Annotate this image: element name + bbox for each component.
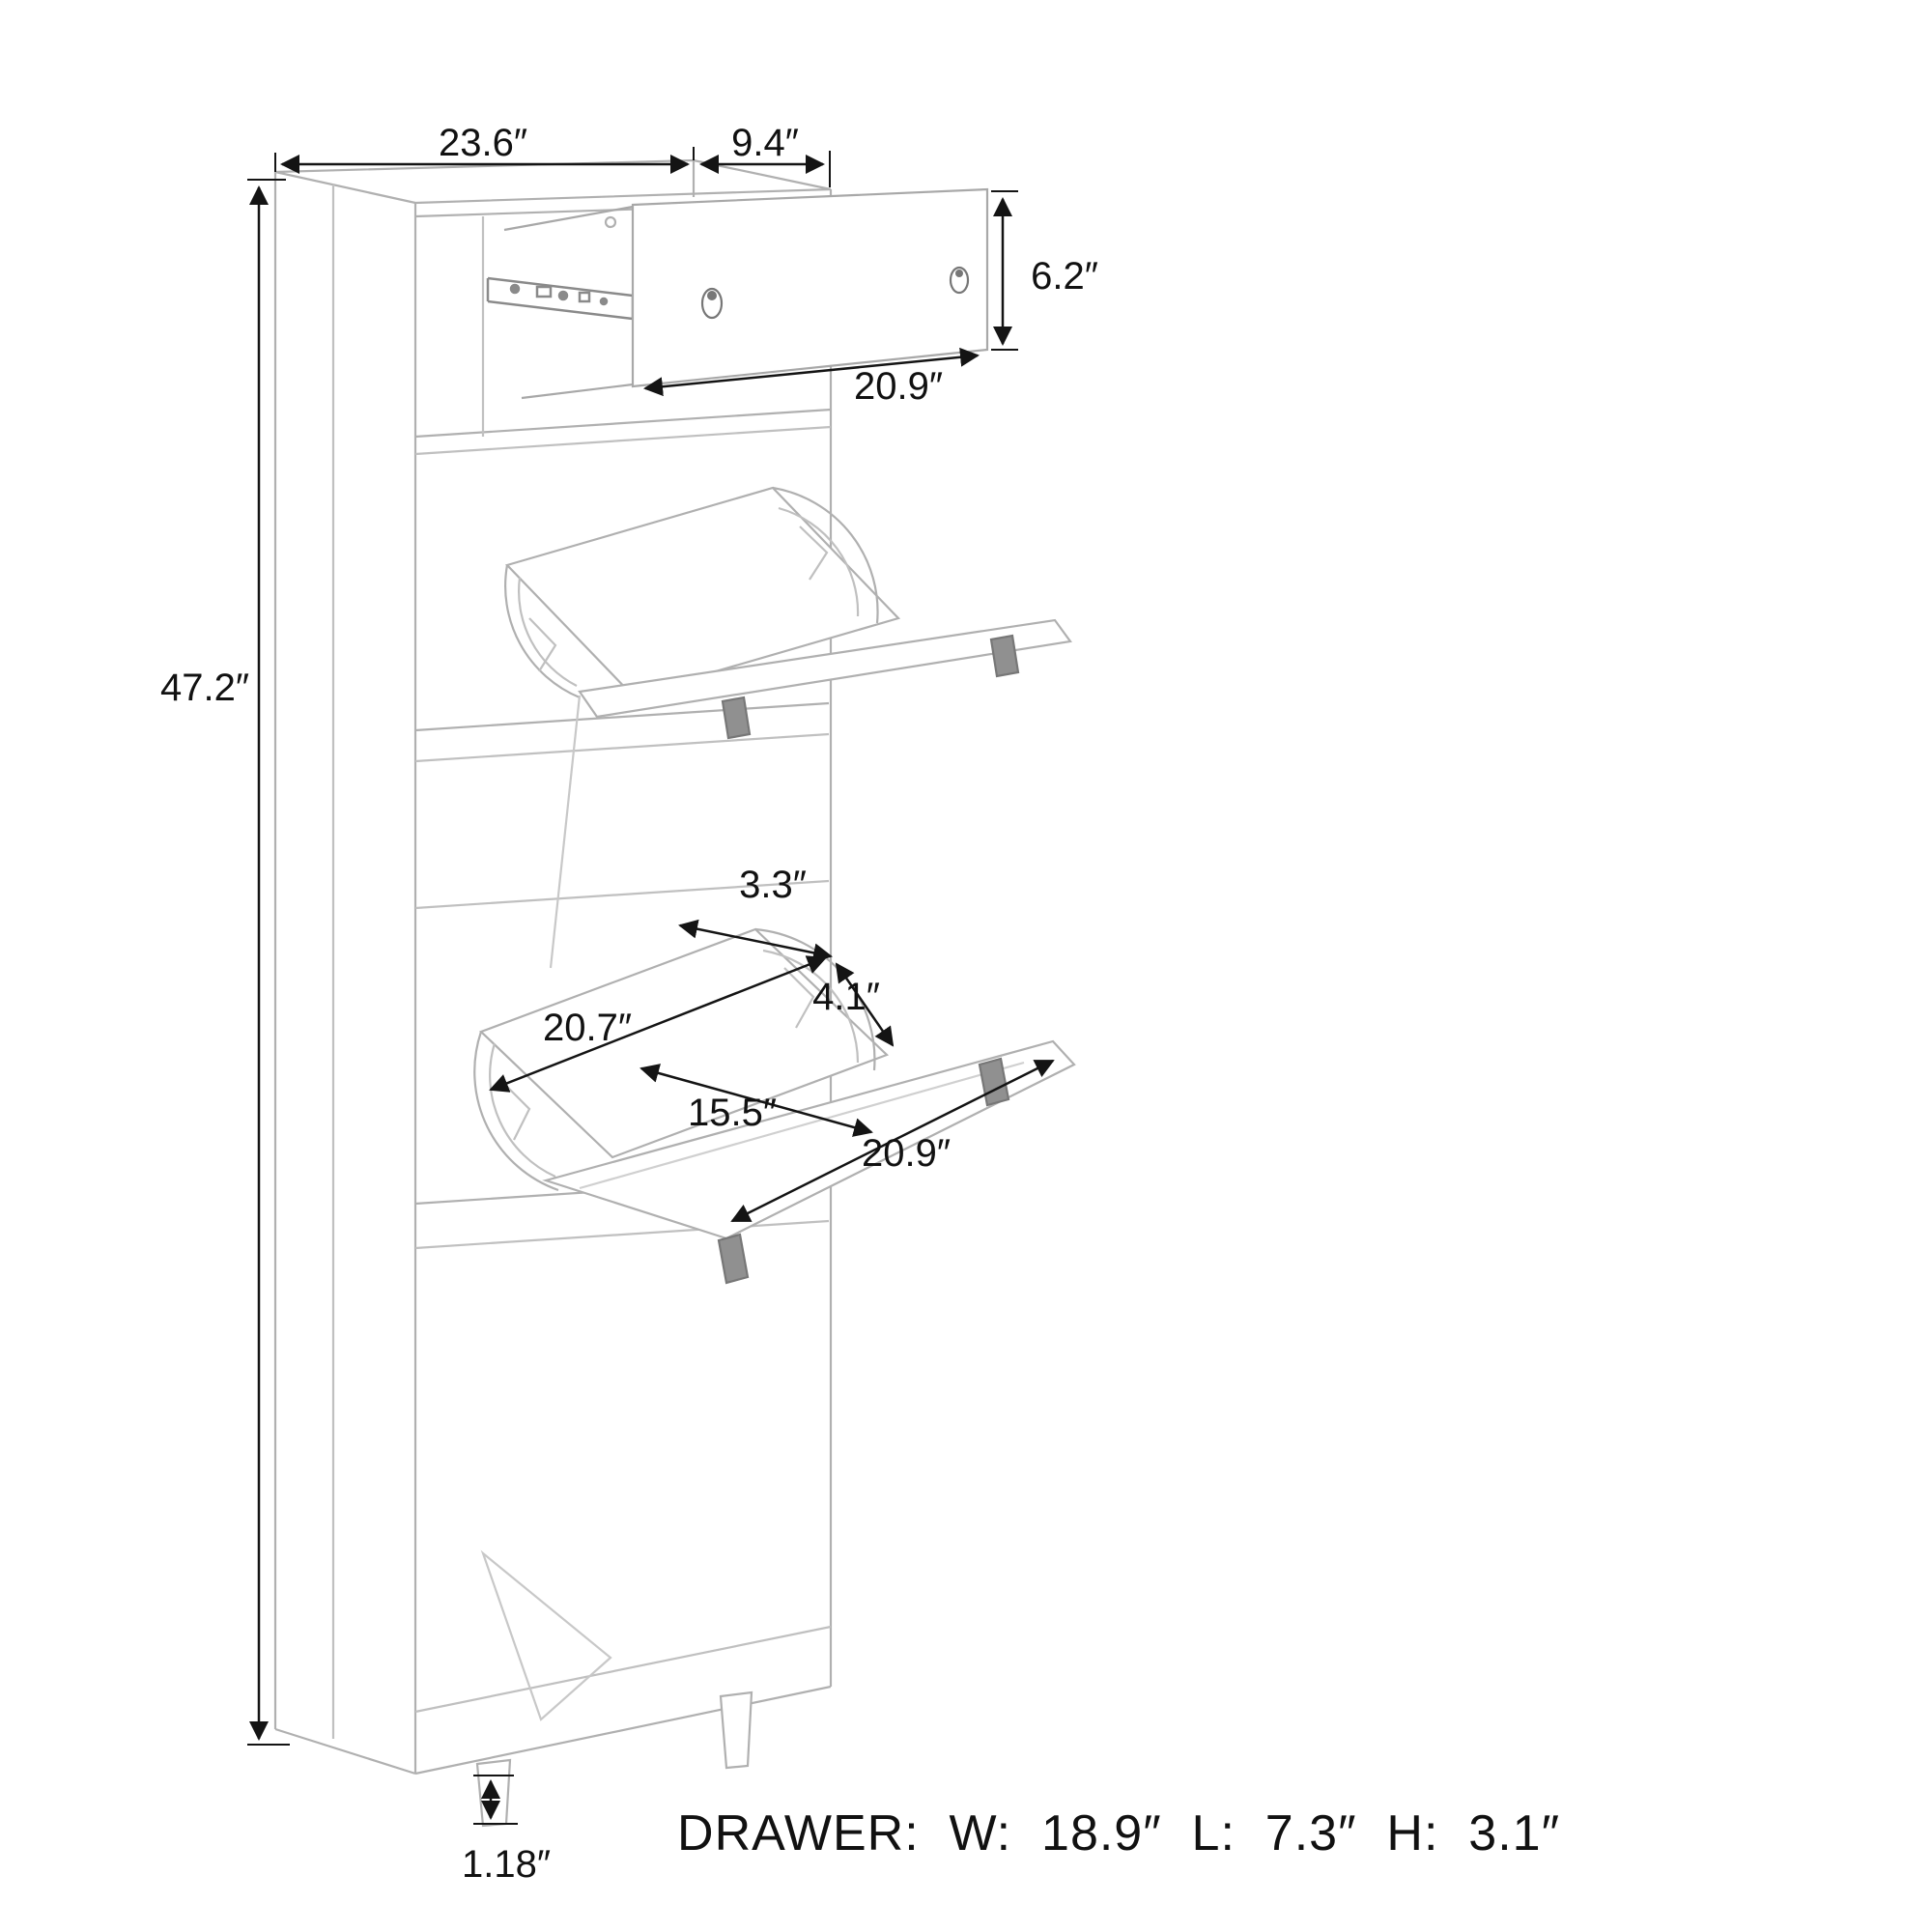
middle-flap-door xyxy=(504,486,901,697)
arrow-flap-arc-depth xyxy=(835,962,895,1047)
drawer-knob-icon xyxy=(949,266,970,295)
drawer-slide-rail xyxy=(486,276,635,321)
arrow-flap-front-length xyxy=(730,1059,1055,1223)
arrow-flap-opening-depth xyxy=(678,919,833,963)
dim-label-flap-opening-depth: 3.3″ xyxy=(739,864,807,906)
arrow-flap-shelf-length xyxy=(489,955,827,1093)
dim-label-overall-height: 47.2″ xyxy=(159,667,250,709)
middle-flap-shelf-board xyxy=(578,618,1072,719)
dim-label-top-width: 23.6″ xyxy=(438,122,528,164)
screw-hole-icon xyxy=(604,215,617,229)
arrow-drawer-width xyxy=(643,347,980,397)
drawer-spec-text: DRAWER: W: 18.9″ L: 7.3″ H: 3.1″ xyxy=(677,1805,1560,1861)
dim-label-flap-inner-length: 15.5″ xyxy=(687,1092,778,1134)
dim-label-drawer-width: 20.9″ xyxy=(853,365,944,408)
shelf-foot xyxy=(989,634,1020,678)
dimension-lines xyxy=(247,147,1055,1825)
dim-label-drawer-height: 6.2″ xyxy=(1031,255,1098,298)
drawer-front-panel xyxy=(631,187,989,388)
dim-label-flap-shelf-length: 20.7″ xyxy=(542,1007,633,1049)
dim-label-flap-front-length: 20.9″ xyxy=(861,1132,952,1175)
shelf-foot xyxy=(721,696,752,740)
shelf-foot xyxy=(717,1233,750,1285)
drawer-knob-icon xyxy=(700,287,724,320)
dim-label-leg-height: 1.18″ xyxy=(461,1843,552,1886)
front-left-leg xyxy=(475,1758,512,1828)
front-right-leg xyxy=(719,1690,753,1770)
dim-label-flap-arc-depth: 4.1″ xyxy=(812,976,880,1018)
middle-flip-shelf xyxy=(504,486,1072,969)
pull-out-drawer xyxy=(503,187,989,400)
dim-label-top-depth: 9.4″ xyxy=(731,122,799,164)
